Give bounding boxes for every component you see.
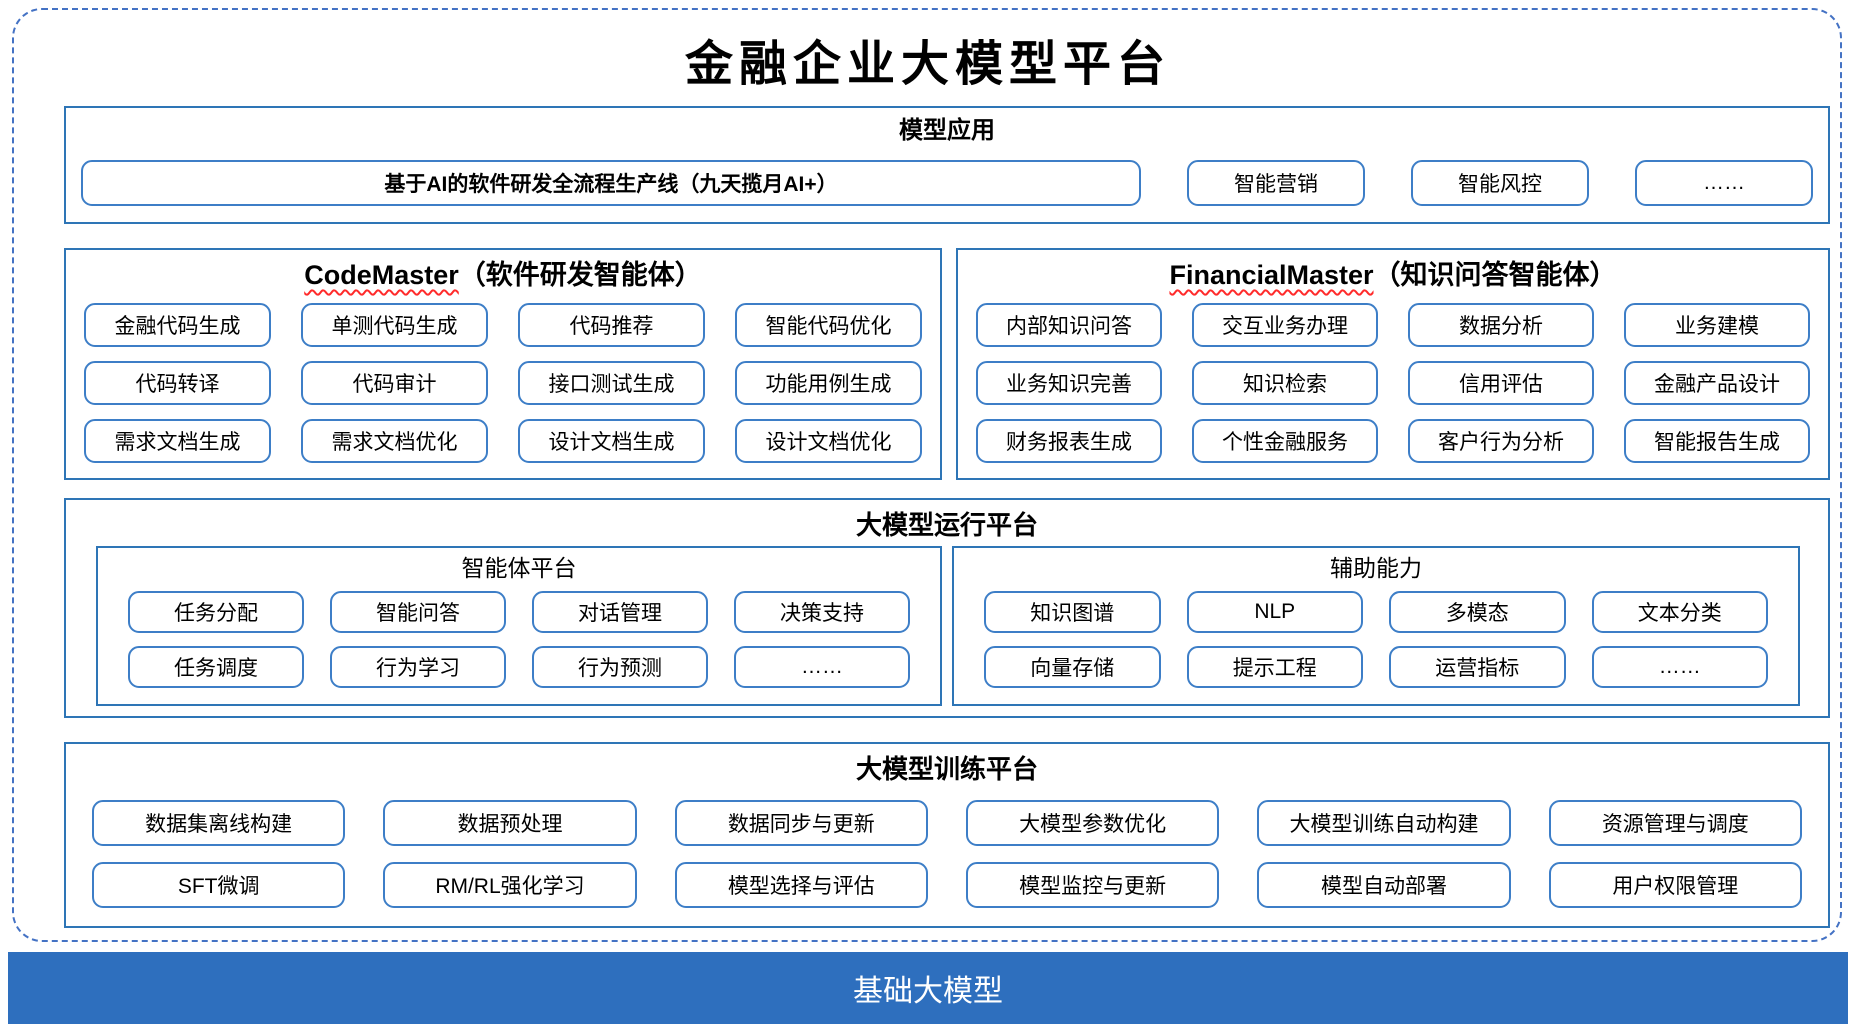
code-master-suffix: （软件研发智能体） bbox=[458, 260, 702, 290]
section-model-applications-title: 模型应用 bbox=[899, 117, 995, 144]
code-master-item: 金融代码生成 bbox=[84, 303, 271, 347]
model-app-item-ellipsis: …… bbox=[1635, 160, 1813, 206]
training-item: RM/RL强化学习 bbox=[383, 862, 637, 908]
aux-capability-item: 知识图谱 bbox=[984, 591, 1161, 633]
runtime-platform-title: 大模型运行平台 bbox=[855, 510, 1038, 540]
aux-capability-item-ellipsis: …… bbox=[1591, 646, 1768, 688]
code-master-item: 代码转译 bbox=[84, 361, 271, 405]
aux-capability-grid: 知识图谱 NLP 多模态 文本分类 向量存储 提示工程 运营指标 …… bbox=[984, 591, 1768, 688]
agent-platform-item: 决策支持 bbox=[734, 591, 910, 633]
financial-master-item: 信用评估 bbox=[1408, 361, 1594, 405]
training-item: SFT微调 bbox=[92, 862, 346, 908]
financial-master-item: 客户行为分析 bbox=[1408, 419, 1594, 463]
code-master-item: 单测代码生成 bbox=[301, 303, 488, 347]
training-item: 模型监控与更新 bbox=[965, 862, 1220, 908]
financial-master-item: 内部知识问答 bbox=[976, 303, 1162, 347]
code-master-item: 设计文档生成 bbox=[518, 419, 705, 463]
model-app-item: 智能风控 bbox=[1411, 160, 1589, 206]
section-training-platform: 大模型训练平台 数据集离线构建 数据预处理 数据同步与更新 大模型参数优化 大模… bbox=[64, 742, 1830, 928]
base-model-bar: 基础大模型 bbox=[8, 952, 1848, 1024]
training-item: 模型自动部署 bbox=[1257, 862, 1511, 908]
training-item: 数据预处理 bbox=[383, 800, 637, 846]
training-item: 资源管理与调度 bbox=[1548, 800, 1802, 846]
agent-platform-item: 任务分配 bbox=[128, 591, 304, 633]
agent-platform-item: 行为学习 bbox=[330, 646, 506, 688]
section-runtime-platform: 大模型运行平台 智能体平台 任务分配 智能问答 对话管理 决策支持 任务调度 行… bbox=[64, 498, 1830, 718]
agent-platform-item-ellipsis: …… bbox=[734, 646, 910, 688]
training-item: 模型选择与评估 bbox=[674, 862, 928, 908]
base-model-label: 基础大模型 bbox=[853, 975, 1003, 1008]
agent-platform-grid: 任务分配 智能问答 对话管理 决策支持 任务调度 行为学习 行为预测 …… bbox=[128, 591, 910, 688]
financial-master-item: 业务建模 bbox=[1624, 303, 1810, 347]
code-master-item: 设计文档优化 bbox=[735, 419, 922, 463]
aux-capability-item: 运营指标 bbox=[1389, 646, 1566, 688]
financial-master-title: FinancialMaster（知识问答智能体） bbox=[976, 257, 1810, 293]
aux-capability-box: 辅助能力 知识图谱 NLP 多模态 文本分类 向量存储 提示工程 运营指标 …… bbox=[952, 546, 1800, 706]
financial-master-item: 数据分析 bbox=[1408, 303, 1594, 347]
code-master-item: 智能代码优化 bbox=[735, 303, 922, 347]
code-master-item: 代码推荐 bbox=[518, 303, 705, 347]
financial-master-grid: 内部知识问答 交互业务办理 数据分析 业务建模 业务知识完善 知识检索 信用评估… bbox=[976, 303, 1810, 463]
code-master-item: 需求文档优化 bbox=[301, 419, 488, 463]
aux-capability-item: 向量存储 bbox=[984, 646, 1161, 688]
aux-capability-title: 辅助能力 bbox=[1330, 555, 1422, 581]
section-code-master: CodeMaster（软件研发智能体） 金融代码生成 单测代码生成 代码推荐 智… bbox=[64, 248, 942, 480]
training-item: 数据集离线构建 bbox=[92, 800, 346, 846]
page-title: 金融企业大模型平台 bbox=[684, 36, 1171, 92]
financial-master-item: 交互业务办理 bbox=[1192, 303, 1378, 347]
training-grid: 数据集离线构建 数据预处理 数据同步与更新 大模型参数优化 大模型训练自动构建 … bbox=[92, 800, 1802, 908]
aux-capability-item: NLP bbox=[1186, 591, 1363, 633]
training-item: 用户权限管理 bbox=[1548, 862, 1802, 908]
section-financial-master: FinancialMaster（知识问答智能体） 内部知识问答 交互业务办理 数… bbox=[956, 248, 1830, 480]
financial-master-suffix: （知识问答智能体） bbox=[1373, 260, 1617, 290]
training-platform-title: 大模型训练平台 bbox=[855, 754, 1038, 784]
code-master-grid: 金融代码生成 单测代码生成 代码推荐 智能代码优化 代码转译 代码审计 接口测试… bbox=[84, 303, 922, 463]
training-item: 大模型参数优化 bbox=[965, 800, 1220, 846]
training-item: 大模型训练自动构建 bbox=[1257, 800, 1511, 846]
platform-outer-frame bbox=[12, 8, 1842, 942]
agent-platform-title: 智能体平台 bbox=[461, 555, 577, 581]
agent-platform-item: 任务调度 bbox=[128, 646, 304, 688]
model-app-row: 基于AI的软件研发全流程生产线（九天揽月AI+） 智能营销 智能风控 …… bbox=[66, 160, 1828, 206]
section-model-applications: 模型应用 基于AI的软件研发全流程生产线（九天揽月AI+） 智能营销 智能风控 … bbox=[64, 106, 1830, 224]
agent-platform-item: 行为预测 bbox=[532, 646, 708, 688]
training-item: 数据同步与更新 bbox=[674, 800, 928, 846]
financial-master-item: 金融产品设计 bbox=[1624, 361, 1810, 405]
financial-master-item: 财务报表生成 bbox=[976, 419, 1162, 463]
financial-master-item: 个性金融服务 bbox=[1192, 419, 1378, 463]
agent-platform-box: 智能体平台 任务分配 智能问答 对话管理 决策支持 任务调度 行为学习 行为预测… bbox=[96, 546, 942, 706]
code-master-item: 功能用例生成 bbox=[735, 361, 922, 405]
financial-master-name: FinancialMaster bbox=[1169, 260, 1374, 290]
code-master-title: CodeMaster（软件研发智能体） bbox=[84, 257, 922, 293]
financial-master-item: 业务知识完善 bbox=[976, 361, 1162, 405]
aux-capability-item: 多模态 bbox=[1389, 591, 1566, 633]
model-app-item: 智能营销 bbox=[1187, 160, 1365, 206]
model-app-main-item: 基于AI的软件研发全流程生产线（九天揽月AI+） bbox=[81, 160, 1141, 206]
code-master-item: 代码审计 bbox=[301, 361, 488, 405]
agent-platform-item: 智能问答 bbox=[330, 591, 506, 633]
code-master-item: 接口测试生成 bbox=[518, 361, 705, 405]
financial-master-item: 智能报告生成 bbox=[1624, 419, 1810, 463]
financial-master-item: 知识检索 bbox=[1192, 361, 1378, 405]
agent-platform-item: 对话管理 bbox=[532, 591, 708, 633]
aux-capability-item: 文本分类 bbox=[1591, 591, 1768, 633]
code-master-name: CodeMaster bbox=[304, 260, 459, 290]
aux-capability-item: 提示工程 bbox=[1186, 646, 1363, 688]
code-master-item: 需求文档生成 bbox=[84, 419, 271, 463]
